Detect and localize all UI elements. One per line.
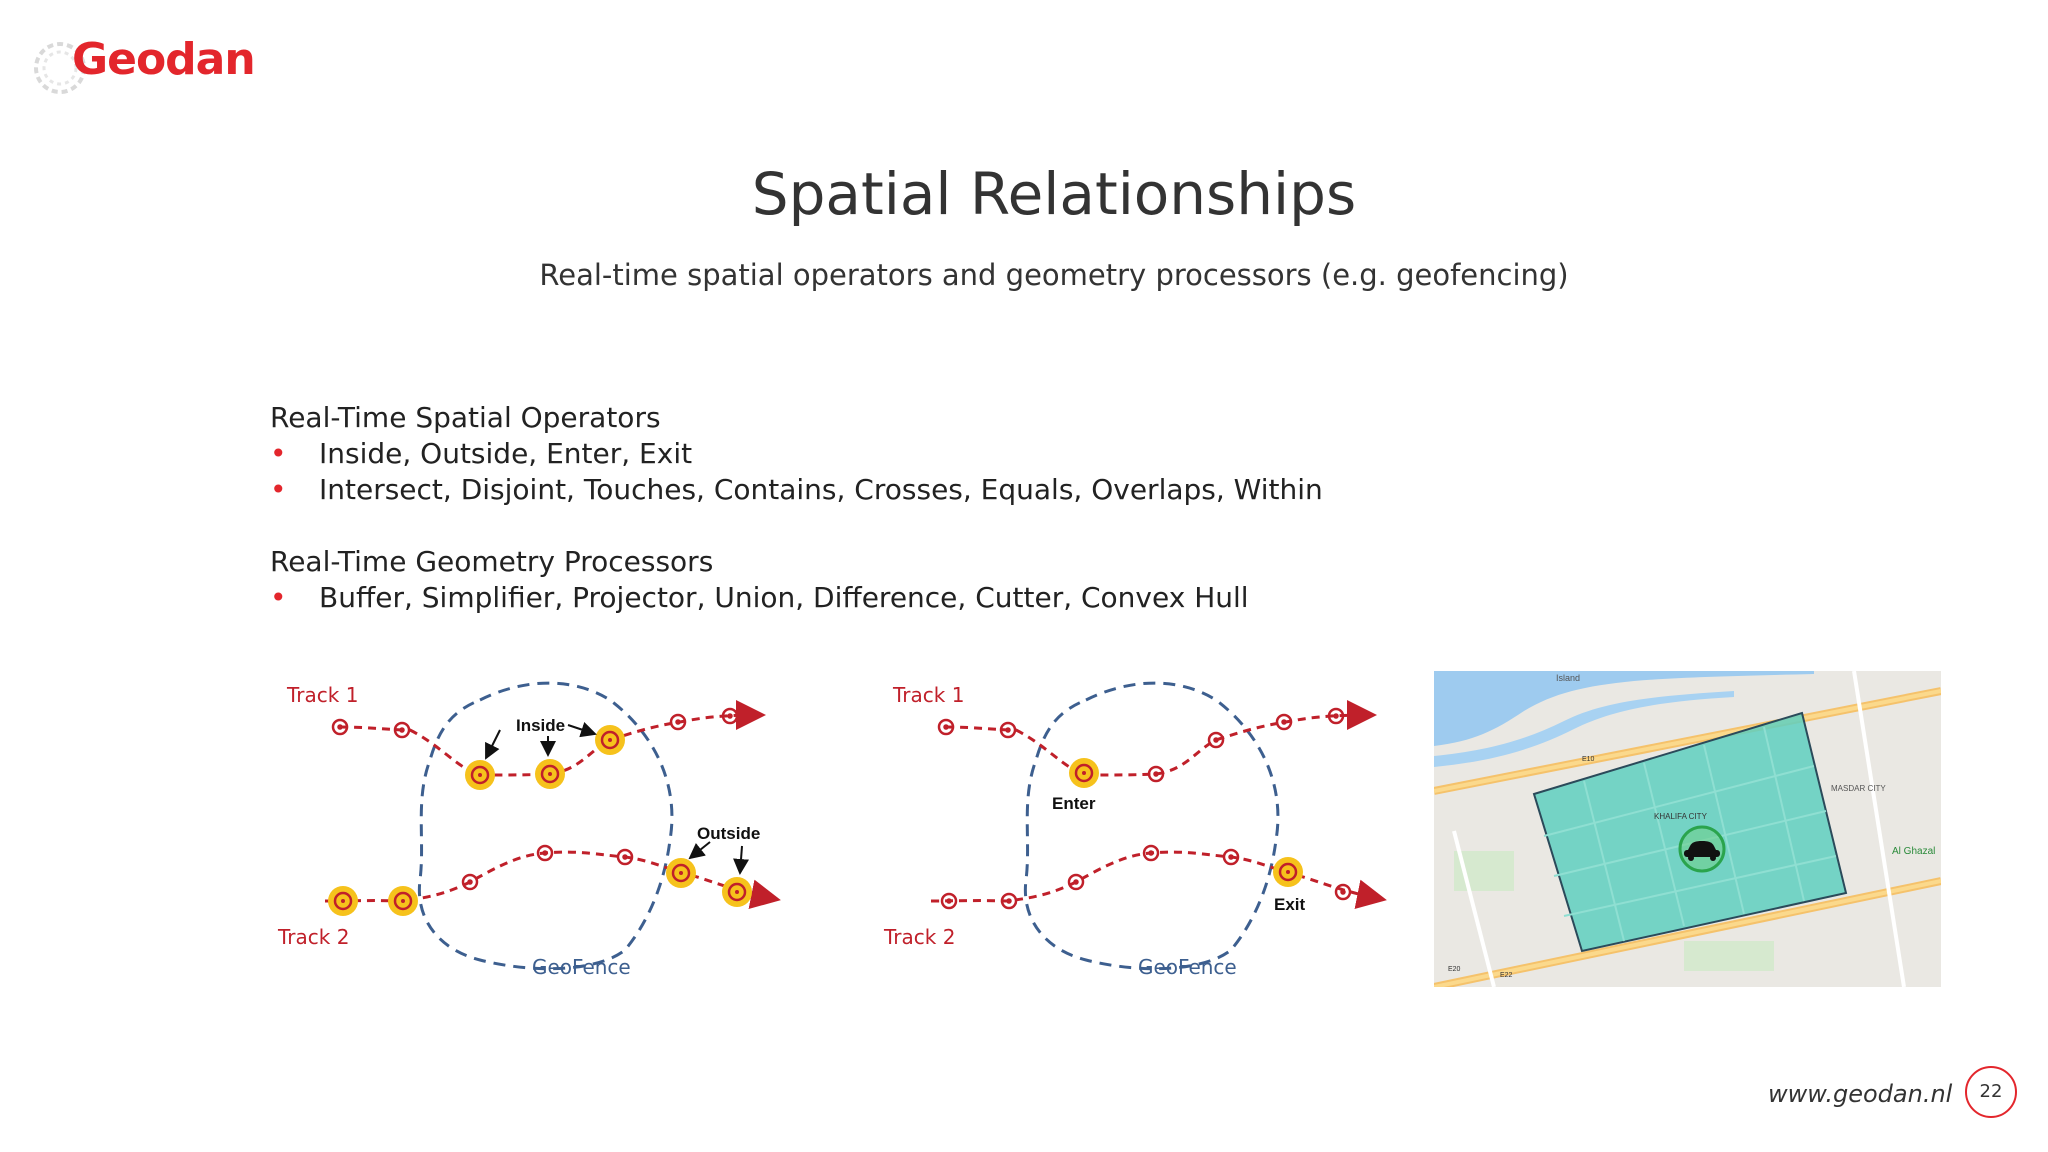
page-number: 22	[1965, 1066, 2017, 1118]
bullet-icon: •	[270, 437, 287, 470]
outside-label: Outside	[697, 824, 760, 843]
highlighted-point	[1069, 758, 1303, 887]
bullet-icon: •	[270, 473, 287, 506]
list-item: • Inside, Outside, Enter, Exit	[270, 436, 1323, 472]
section-heading-processors: Real-Time Geometry Processors	[270, 545, 714, 578]
geofence-label: GeoFence	[532, 955, 631, 979]
e20-label: E20	[1448, 966, 1461, 973]
section-heading-operators: Real-Time Spatial Operators	[270, 401, 661, 434]
list-item-text: Intersect, Disjoint, Touches, Contains, …	[319, 473, 1323, 506]
bullet-icon: •	[270, 581, 287, 614]
exit-label: Exit	[1274, 895, 1306, 914]
footer-url: www.geodan.nl	[1768, 1080, 1953, 1108]
track-point	[937, 707, 1352, 910]
highlighted-point	[328, 725, 752, 916]
diagram-enter-exit: Track 1 Track 2 GeoFence Enter Exit	[876, 670, 1396, 990]
geofence-outline	[1023, 681, 1280, 971]
track1-label: Track 1	[286, 683, 358, 707]
track2-label: Track 2	[883, 925, 955, 949]
al-ghazal-label: Al Ghazal	[1892, 846, 1935, 857]
list-item: • Intersect, Disjoint, Touches, Contains…	[270, 472, 1323, 508]
slide-subtitle: Real-time spatial operators and geometry…	[539, 258, 1569, 292]
slide-title: Spatial Relationships	[751, 160, 1357, 228]
island-label: Island	[1556, 673, 1580, 683]
processors-list: • Buffer, Simplifier, Projector, Union, …	[270, 580, 1323, 616]
track1-label: Track 1	[892, 683, 964, 707]
track-point	[331, 707, 739, 891]
masdar-city-label: MASDAR CITY	[1831, 784, 1886, 793]
list-item: • Buffer, Simplifier, Projector, Union, …	[270, 580, 1323, 616]
e10-label: E10	[1582, 756, 1595, 763]
e22-label: E22	[1500, 972, 1513, 979]
geofence-label: GeoFence	[1138, 955, 1237, 979]
enter-label: Enter	[1052, 794, 1096, 813]
content-list: Real-Time Spatial Operators • Inside, Ou…	[270, 400, 1323, 616]
inside-label: Inside	[516, 716, 565, 735]
geodan-logo: Geodan	[30, 30, 256, 100]
car-icon	[1678, 825, 1726, 873]
geofence-map: KHALIFA CITY MASDAR CITY Al Ghazal Islan…	[1434, 671, 1941, 987]
geofence-outline	[417, 681, 674, 971]
geodan-swirl-icon	[34, 42, 86, 94]
operators-list: • Inside, Outside, Enter, Exit • Interse…	[270, 436, 1323, 508]
diagram-inside-outside: Track 1 Track 2 GeoFence Inside Outside	[270, 670, 790, 990]
list-item-text: Inside, Outside, Enter, Exit	[319, 437, 693, 470]
khalifa-city-label: KHALIFA CITY	[1654, 812, 1708, 821]
logo-text: Geodan	[72, 34, 256, 85]
track2-label: Track 2	[277, 925, 349, 949]
list-item-text: Buffer, Simplifier, Projector, Union, Di…	[319, 581, 1249, 614]
